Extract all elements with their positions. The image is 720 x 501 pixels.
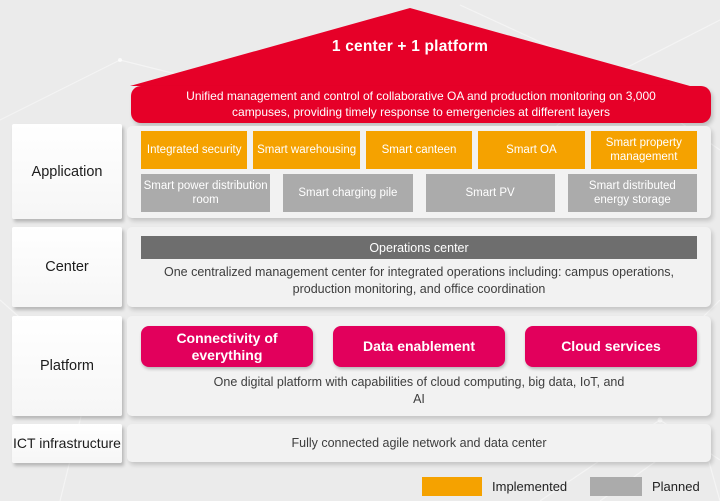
app-box-implemented: Smart property management: [590, 131, 698, 169]
legend-planned-label: Planned: [652, 479, 700, 494]
row-label-platform-text: Platform: [40, 358, 94, 374]
platform-capabilities-row: Connectivity of everything Data enablemen…: [141, 326, 697, 367]
legend-implemented-swatch: [422, 477, 482, 496]
row-label-ict-infrastructure: ICT infrastructure: [12, 424, 122, 463]
operations-center-bar: Operations center: [141, 236, 697, 259]
legend-implemented-label: Implemented: [492, 479, 568, 494]
ict-panel: Fully connected agile network and data c…: [127, 424, 711, 462]
legend-planned-swatch: [590, 477, 642, 496]
roof-triangle: 1 center + 1 platform: [130, 8, 690, 86]
app-box-implemented: Smart warehousing: [253, 131, 360, 169]
row-label-center-text: Center: [45, 259, 89, 275]
app-box-implemented: Smart OA: [478, 131, 585, 169]
platform-capability-box: Cloud services: [525, 326, 697, 367]
platform-description: One digital platform with capabilities o…: [213, 375, 625, 406]
app-box-implemented: Integrated security: [141, 131, 248, 169]
app-box-planned: Smart charging pile: [283, 174, 413, 212]
center-description: One centralized management center for in…: [163, 265, 675, 296]
row-label-center: Center: [12, 227, 122, 307]
row-label-ict-text: ICT infrastructure: [13, 435, 121, 452]
app-box-implemented: Smart canteen: [365, 131, 473, 169]
platform-panel: Connectivity of everything Data enablemen…: [127, 316, 711, 416]
app-box-planned: Smart PV: [425, 174, 555, 212]
platform-capability-box: Connectivity of everything: [141, 326, 313, 367]
summary-banner: Unified management and control of collab…: [131, 86, 711, 123]
row-label-platform: Platform: [12, 316, 122, 416]
row-label-application-text: Application: [31, 163, 103, 180]
app-box-planned: Smart power distribution room: [141, 174, 271, 212]
ict-description: Fully connected agile network and data c…: [291, 436, 547, 450]
platform-capability-box: Data enablement: [333, 326, 505, 367]
roof-title: 1 center + 1 platform: [331, 38, 489, 55]
center-panel: Operations center One centralized manage…: [127, 227, 711, 307]
row-label-application: Application: [12, 124, 122, 219]
app-box-planned: Smart distributed energy storage: [567, 174, 697, 212]
planned-apps-row: Smart power distribution room Smart charg…: [141, 174, 697, 212]
